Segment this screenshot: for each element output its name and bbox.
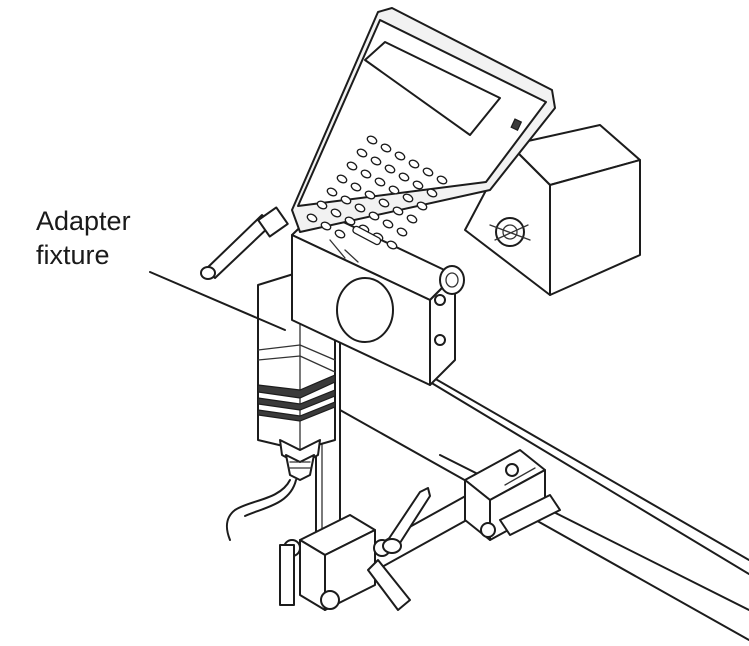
keypad-key-icon [368, 211, 380, 221]
keypad-key-icon [380, 143, 392, 153]
keypad-key-icon [370, 156, 382, 166]
keypad-key-icon [350, 182, 362, 192]
callout-label-line1: Adapter [36, 206, 131, 236]
keypad-key-icon [396, 227, 408, 237]
lower-lever-handle-icon [382, 487, 431, 554]
keypad-key-icon [394, 151, 406, 161]
keypad-key-icon [386, 240, 398, 250]
keypad-key-icon [334, 229, 346, 239]
keypad-key-icon [360, 169, 372, 179]
printhead-mount-housing [291, 209, 456, 386]
display-screen-icon [364, 41, 501, 136]
keypad-key-icon [436, 175, 448, 185]
keypad-key-icon [388, 185, 400, 195]
side-knob-icon [439, 265, 465, 295]
keypad-key-icon [426, 188, 438, 198]
keypad-key-icon [336, 174, 348, 184]
keypad-key-icon [356, 148, 368, 158]
keypad-key-icon [340, 195, 352, 205]
keypad-key-icon [402, 193, 414, 203]
keypad-key-icon [374, 177, 386, 187]
keypad-key-icon [330, 208, 342, 218]
keypad-key-icon [354, 203, 366, 213]
callout-leader-line [149, 271, 286, 331]
ink-cartridge-module-icon [464, 124, 641, 296]
keypad-key-icon [416, 201, 428, 211]
keypad-key-icon [378, 198, 390, 208]
keypad-key-icon [408, 159, 420, 169]
bottom-mounting-clamp-icon [279, 514, 411, 611]
handheld-controller-keypad-icon [291, 7, 556, 233]
upper-lever-handle-icon [200, 206, 289, 280]
cable [225, 479, 297, 541]
keypad-key-icon [320, 221, 332, 231]
callout-label-line2: fixture [36, 240, 110, 270]
keypad-key-icon [406, 214, 418, 224]
keypad-key-icon [364, 190, 376, 200]
keypad-key-icon [344, 216, 356, 226]
keypad-key-icon [306, 213, 318, 223]
keypad-key-icon [326, 187, 338, 197]
keypad-key-icon [398, 172, 410, 182]
keypad-spacebar-icon [352, 225, 382, 246]
keypad-key-icon [366, 135, 378, 145]
keypad-key-icon [346, 161, 358, 171]
keypad-key-icon [412, 180, 424, 190]
adapter-fixture-callout: Adapter fixture [36, 204, 131, 272]
keypad-key-icon [392, 206, 404, 216]
keypad-key-icon [316, 200, 328, 210]
keypad-buttons [306, 135, 448, 250]
keypad-key-icon [422, 167, 434, 177]
right-mounting-clamp-icon [464, 449, 561, 541]
keypad-key-icon [382, 219, 394, 229]
keypad-key-icon [384, 164, 396, 174]
